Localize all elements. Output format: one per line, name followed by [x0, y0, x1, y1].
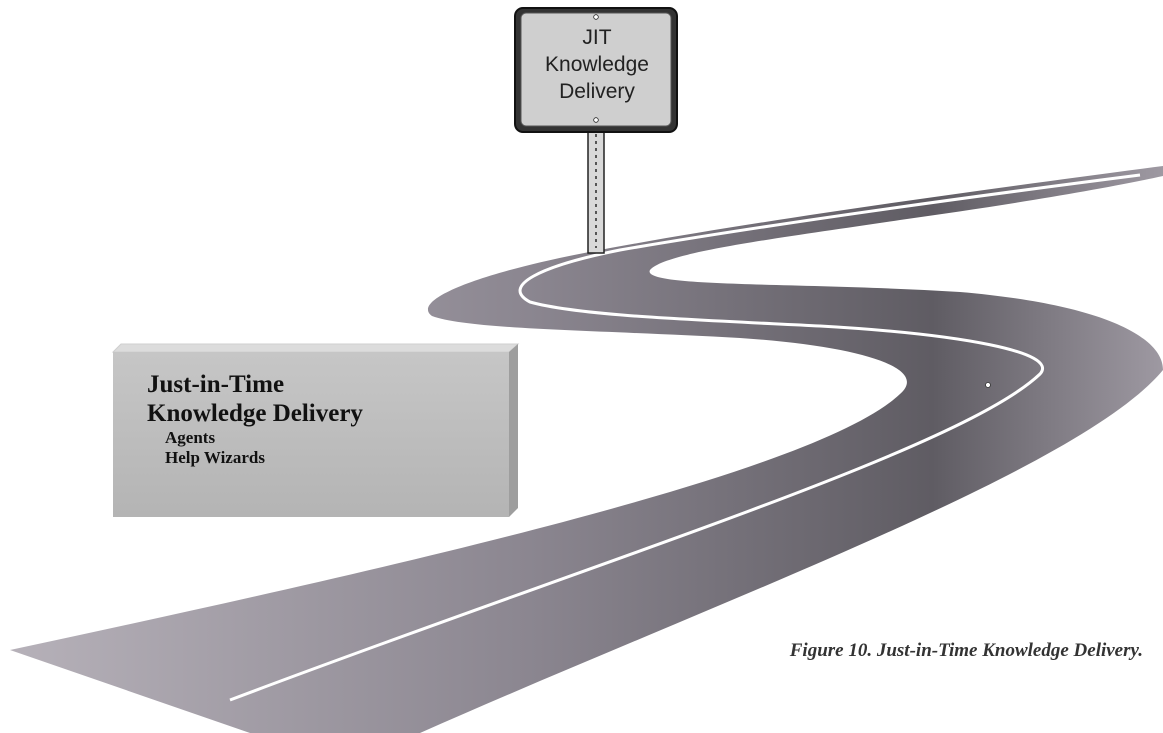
sign-line-2: Knowledge [521, 51, 673, 78]
box-top [113, 344, 518, 352]
sign-line-3: Delivery [521, 78, 673, 105]
box-item-agents: Agents [165, 428, 507, 448]
sign-line-1: JIT [521, 24, 673, 51]
box-title-line-2: Knowledge Delivery [147, 399, 507, 428]
figure-caption: Figure 10. Just-in-Time Knowledge Delive… [790, 640, 1143, 662]
road-reflector [986, 383, 991, 388]
box-item-help-wizards: Help Wizards [165, 448, 507, 468]
sign-text: JIT Knowledge Delivery [521, 24, 673, 105]
sign-bolt-top [594, 15, 599, 20]
sign-bolt-bottom [594, 118, 599, 123]
box-title-line-1: Just-in-Time [147, 370, 507, 399]
box-text: Just-in-Time Knowledge Delivery Agents H… [147, 370, 507, 468]
box-side [509, 344, 518, 517]
